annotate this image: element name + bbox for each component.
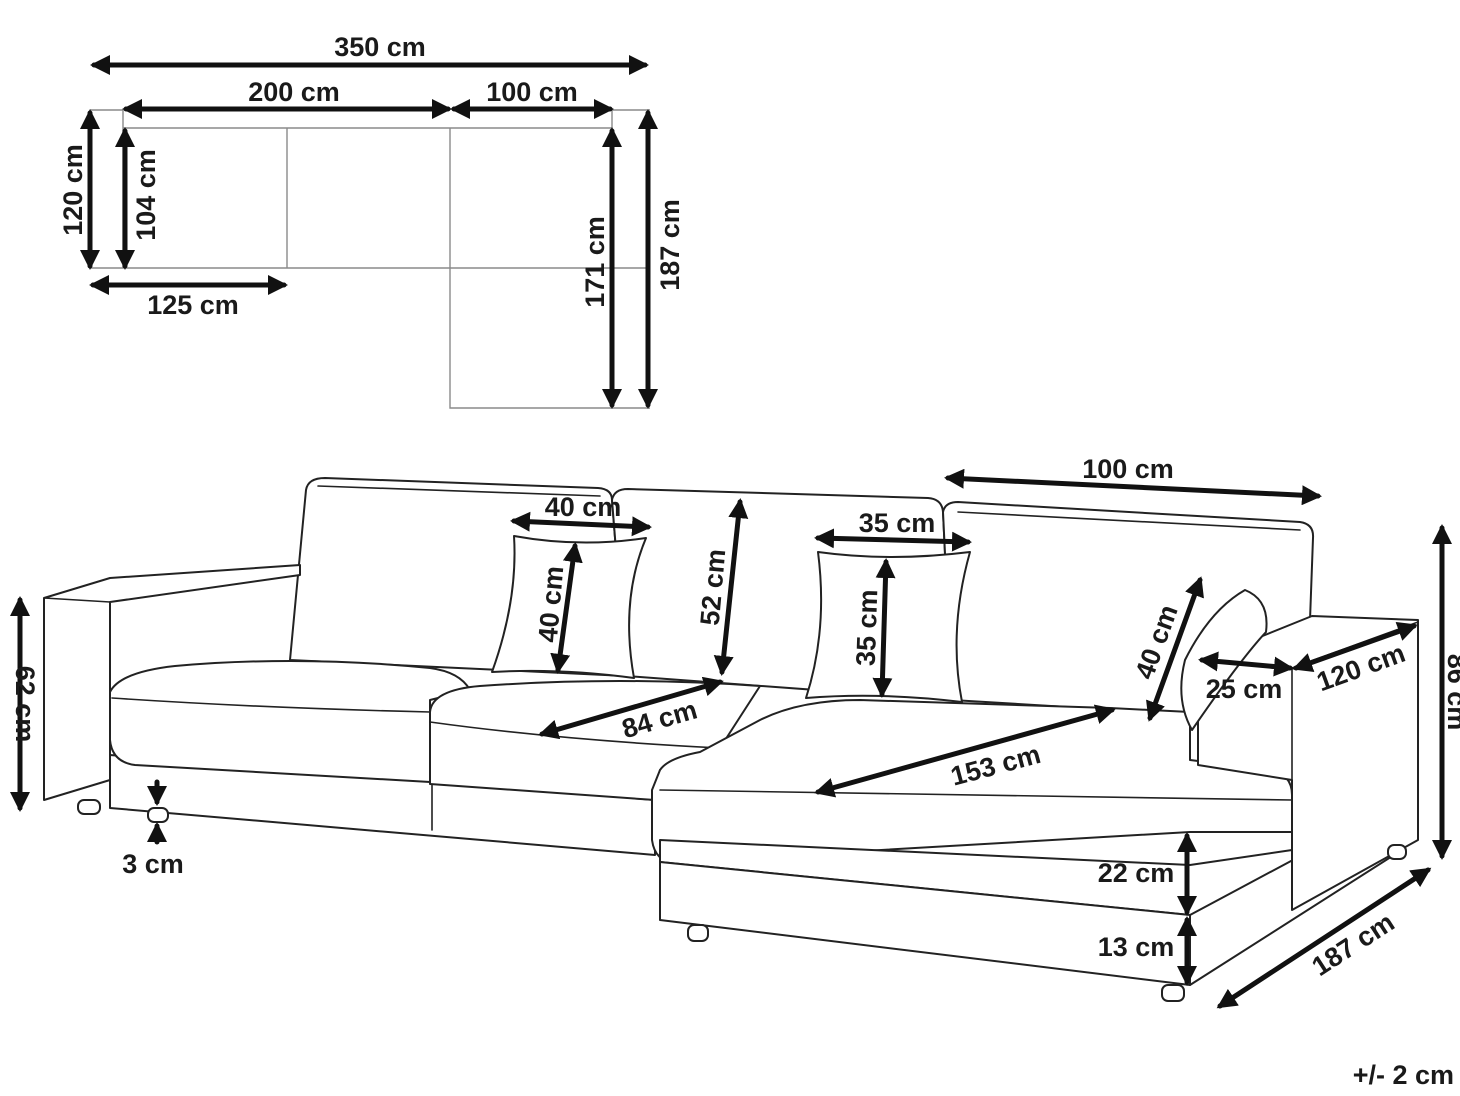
dim-35-height-arrow <box>872 558 896 698</box>
dim-104-label: 104 cm <box>131 149 161 241</box>
dim-187-plan-label: 187 cm <box>655 199 685 291</box>
dim-40-height-label: 40 cm <box>533 565 570 644</box>
dim-187-view-arrow <box>1216 867 1432 1009</box>
dim-13-label: 13 cm <box>1098 932 1175 962</box>
dim-35-width-arrow <box>814 528 972 552</box>
dim-200-label: 200 cm <box>248 77 340 107</box>
plan-outline <box>90 109 650 409</box>
dim-100-plan-label: 100 cm <box>486 77 578 107</box>
dim-40-height-arrow <box>550 542 583 674</box>
dim-171-label: 171 cm <box>580 216 610 308</box>
leg <box>1161 984 1185 1002</box>
tolerance-note: +/- 2 cm <box>1353 1060 1454 1090</box>
dim-52-label: 52 cm <box>695 548 732 627</box>
sofa-drawing <box>43 477 1419 1002</box>
dim-40-width-arrow <box>510 511 652 537</box>
dim-25-label: 25 cm <box>1206 674 1283 704</box>
dim-125-label: 125 cm <box>147 290 239 320</box>
dim-100-back-label: 100 cm <box>1082 454 1174 484</box>
dim-35-height-label: 35 cm <box>851 589 884 667</box>
dim-22-label: 22 cm <box>1098 858 1175 888</box>
dim-86-label: 86 cm <box>1442 654 1460 731</box>
dim-25-arrow <box>1198 651 1294 677</box>
leg <box>687 924 709 942</box>
leg <box>147 807 169 823</box>
dim-153-arrow <box>814 704 1116 798</box>
dim-62-label: 62 cm <box>10 666 40 743</box>
seat-cushion-left <box>109 659 471 783</box>
leg <box>1387 844 1407 860</box>
dim-84-arrow <box>538 676 724 740</box>
leg <box>77 799 101 815</box>
dim-52-arrow <box>713 498 749 676</box>
left-armrest <box>43 564 301 801</box>
dim-35-width-label: 35 cm <box>859 508 936 538</box>
dim-120-plan-label: 120 cm <box>58 144 88 236</box>
dim-100-back-arrow <box>944 468 1322 506</box>
dim-40-width-label: 40 cm <box>545 492 622 522</box>
dim-40-right-arrow <box>1146 576 1204 722</box>
plan-view: 350 cm 200 cm 100 cm 120 cm 104 cm 125 c… <box>58 32 685 409</box>
dim-120-arm-arrow <box>1292 621 1418 673</box>
dim-350-label: 350 cm <box>334 32 426 62</box>
dim-3-label: 3 cm <box>122 849 184 879</box>
